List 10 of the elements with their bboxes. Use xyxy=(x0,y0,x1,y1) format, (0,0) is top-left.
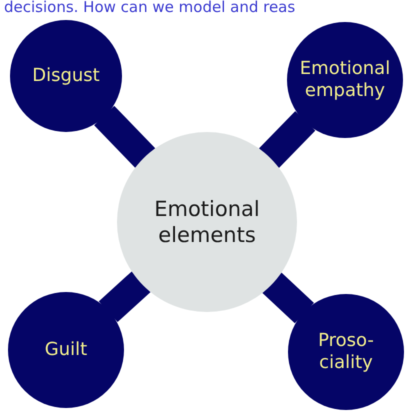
connector xyxy=(262,272,314,324)
node-label: Guilt xyxy=(44,338,88,362)
heading-text: decisions. How can we model and reas xyxy=(4,0,296,15)
node-label: Disgust xyxy=(32,64,100,88)
node-label: Emotional empathy xyxy=(299,58,391,102)
connector xyxy=(98,271,150,322)
node-label: Proso- ciality xyxy=(317,330,375,374)
connector xyxy=(259,111,316,168)
node-label: Emotional elements xyxy=(153,196,261,248)
connector xyxy=(94,106,156,168)
